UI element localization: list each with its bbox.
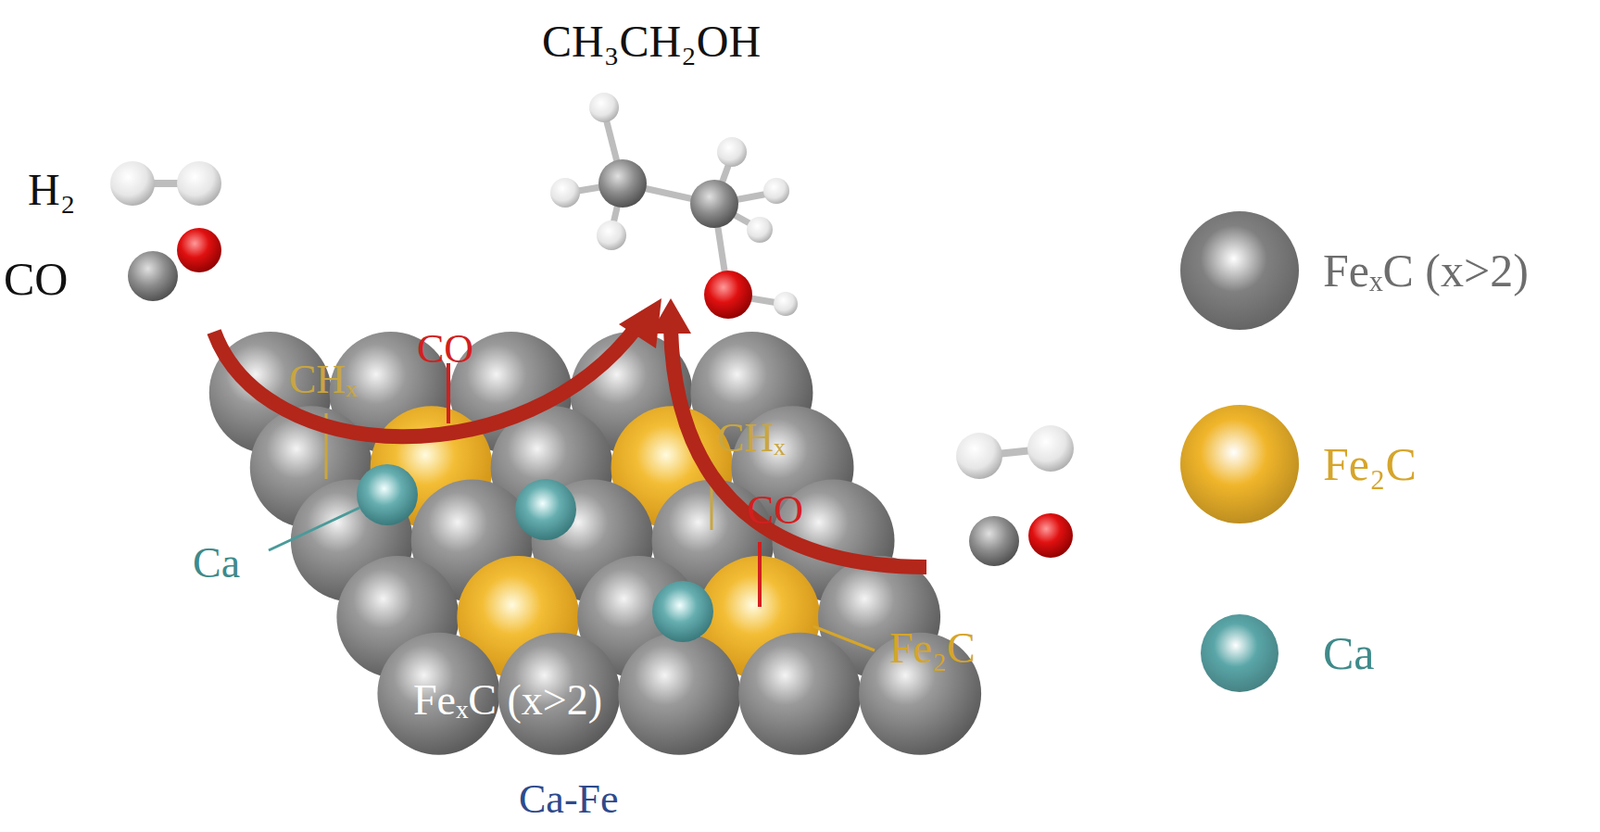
- species-label: Ca: [192, 541, 240, 585]
- arrow-head: [650, 298, 692, 334]
- catalyst-surface: [209, 331, 982, 756]
- legend-swatch: [1180, 211, 1299, 330]
- h-atom: [746, 216, 773, 243]
- species-label: CHₓ: [717, 417, 786, 459]
- h-atom: [1027, 425, 1074, 472]
- ca-sphere: [356, 464, 418, 526]
- arrow-head: [618, 298, 662, 349]
- reaction-arrows: [214, 298, 927, 567]
- adsorbate-marks: [268, 363, 875, 651]
- h-atom: [717, 137, 747, 167]
- legend-text: Ca: [1322, 629, 1375, 677]
- c-atom: [127, 251, 178, 302]
- o-atom: [1028, 513, 1073, 558]
- h-atom: [956, 432, 1003, 479]
- species-label: CHₓ: [289, 359, 358, 401]
- ca-sphere: [515, 478, 577, 541]
- gas-molecules: [110, 92, 1074, 567]
- fexc-sphere: [738, 632, 861, 756]
- ca-leader: [268, 507, 360, 551]
- h-atom: [773, 291, 798, 316]
- h-atom: [763, 177, 790, 204]
- species-label: CO: [746, 490, 804, 531]
- molecule-label: H₂: [27, 167, 76, 213]
- reaction-arrow: [214, 326, 638, 437]
- species-label: CO: [416, 328, 474, 370]
- molecule-label: CO: [3, 255, 68, 303]
- figure-caption: Ca-Fe: [518, 779, 619, 820]
- h-atom: [596, 220, 627, 251]
- fe2c-leader: [813, 626, 875, 651]
- legend-swatch: [1180, 404, 1299, 524]
- reaction-arrow: [670, 328, 927, 567]
- co-tick: [757, 541, 762, 607]
- c-atom: [969, 516, 1020, 567]
- phase-label: FeₓC (x>2): [413, 679, 603, 722]
- ca-sphere: [652, 580, 714, 643]
- legend-swatch: [1200, 614, 1279, 693]
- legend-text: FeₓC (x>2): [1322, 247, 1529, 294]
- c-atom: [598, 159, 647, 208]
- co-tick: [446, 363, 451, 424]
- h-atom: [176, 161, 222, 206]
- o-atom: [704, 270, 753, 319]
- fexc-sphere: [617, 632, 741, 756]
- species-label: Fe₂C: [889, 627, 976, 670]
- h-atom: [589, 92, 619, 123]
- legend-text: Fe₂C: [1322, 440, 1417, 488]
- h-atom: [110, 161, 155, 206]
- molecule-label: CH₃CH₂OH: [541, 19, 761, 64]
- h-atom: [550, 177, 580, 208]
- o-atom: [176, 227, 222, 273]
- c-atom: [690, 179, 739, 228]
